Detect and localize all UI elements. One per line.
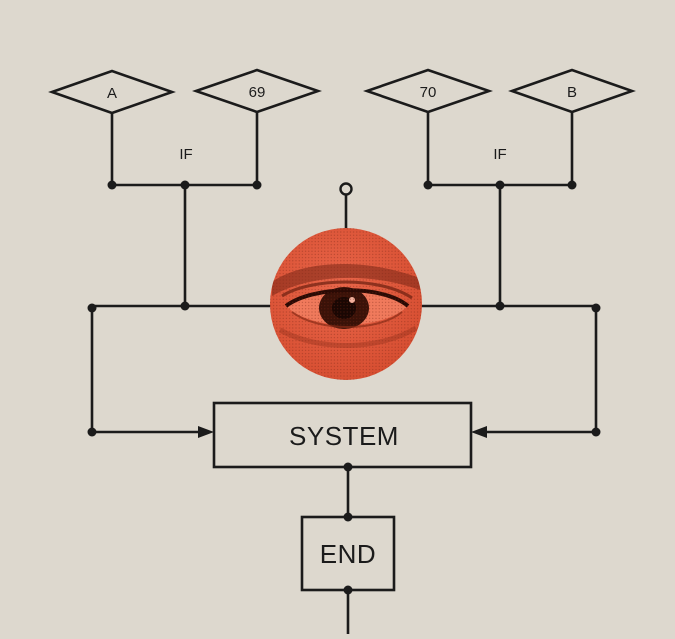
arrow-right-into-system xyxy=(198,426,214,438)
input-diamond-a: A xyxy=(48,69,176,115)
input-70-label: 70 xyxy=(420,84,437,101)
if-label-right: IF xyxy=(493,146,506,163)
if-label-left: IF xyxy=(179,146,192,163)
input-diamond-b: B xyxy=(508,68,636,114)
input-b-label: B xyxy=(567,84,577,101)
eye-icon xyxy=(270,228,422,380)
end-box: END xyxy=(300,515,396,592)
input-69-label: 69 xyxy=(249,84,266,101)
input-diamond-69: 69 xyxy=(192,68,322,114)
end-label: END xyxy=(320,539,376,569)
antenna-ring-icon xyxy=(339,182,353,196)
arrow-left-into-system xyxy=(471,426,487,438)
input-a-label: A xyxy=(107,85,117,102)
system-box: SYSTEM xyxy=(212,401,473,469)
junction-dots xyxy=(87,180,601,595)
input-diamond-70: 70 xyxy=(363,68,493,114)
system-label: SYSTEM xyxy=(289,421,399,451)
